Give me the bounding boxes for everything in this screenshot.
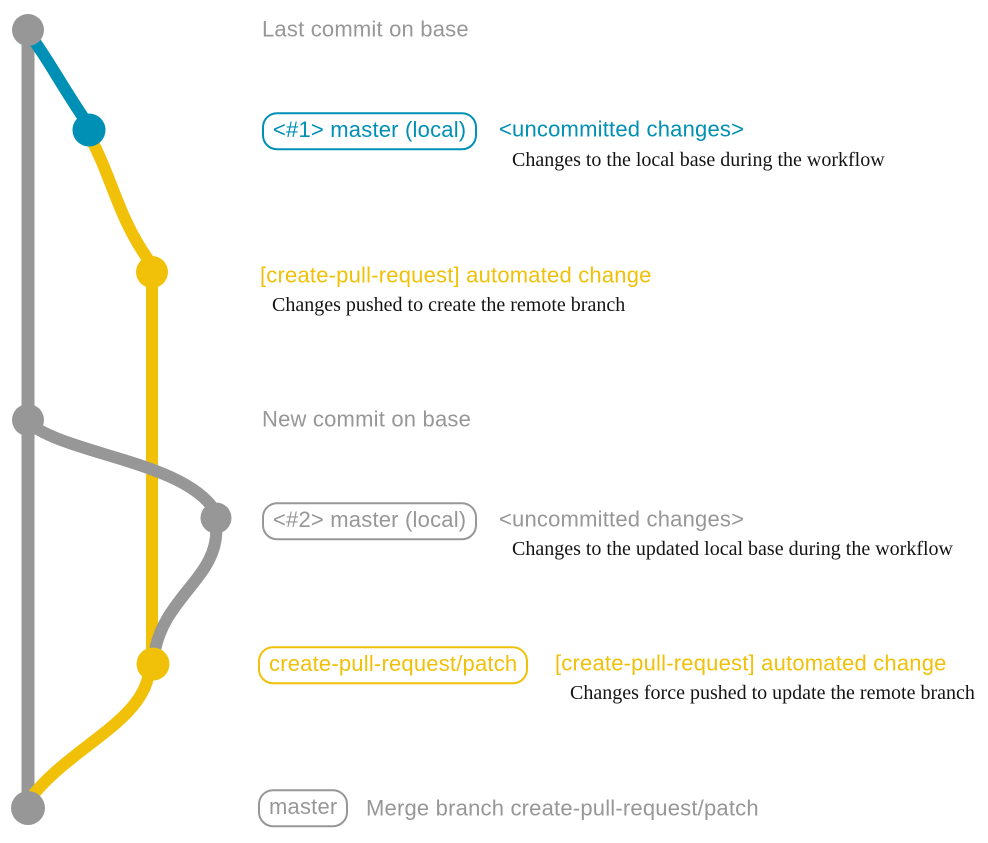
- commit-msg-uncommitted-changes-2: <uncommitted changes>: [499, 506, 745, 532]
- note-uncommitted-changes-1: Changes to the local base during the wor…: [512, 149, 885, 172]
- master-local-return-curve: [148, 519, 223, 663]
- master-local-branch-curve-1: [22, 26, 93, 129]
- commit-msg-automated-change-1: [create-pull-request] automated change: [260, 262, 652, 288]
- note-automated-change-1: Changes pushed to create the remote bran…: [272, 294, 626, 317]
- commit-msg-merge: Merge branch create-pull-request/patch: [366, 795, 759, 821]
- commit-dot-merge: [11, 791, 45, 825]
- commit-dot-automated-change-2: [136, 647, 170, 681]
- master-local-branch-curve-2: [24, 418, 221, 517]
- patch-branch-merge-curve: [24, 666, 155, 805]
- commit-dot-automated-change-1: [136, 256, 168, 288]
- note-automated-change-2: Changes force pushed to update the remot…: [570, 682, 975, 705]
- branch-tag-master: master: [258, 789, 349, 828]
- branch-tag-master-local-1: <#1> master (local): [262, 112, 478, 151]
- commit-dot-last-commit-on-base: [12, 14, 44, 46]
- commit-msg-uncommitted-changes-1: <uncommitted changes>: [499, 116, 745, 142]
- branch-tag-create-pull-request-patch: create-pull-request/patch: [258, 646, 529, 685]
- note-uncommitted-changes-2: Changes to the updated local base during…: [512, 538, 953, 561]
- commit-dot-new-commit-on-base: [12, 404, 44, 436]
- commit-msg-new-commit-on-base: New commit on base: [262, 406, 472, 432]
- commit-msg-automated-change-2: [create-pull-request] automated change: [555, 650, 947, 676]
- patch-branch-curve-out: [85, 133, 156, 268]
- branch-tag-master-local-2: <#2> master (local): [262, 502, 478, 541]
- commit-dot-uncommitted-changes-1: [72, 113, 106, 147]
- commit-dot-uncommitted-changes-2: [200, 502, 232, 534]
- commit-msg-last-commit-on-base: Last commit on base: [262, 16, 469, 42]
